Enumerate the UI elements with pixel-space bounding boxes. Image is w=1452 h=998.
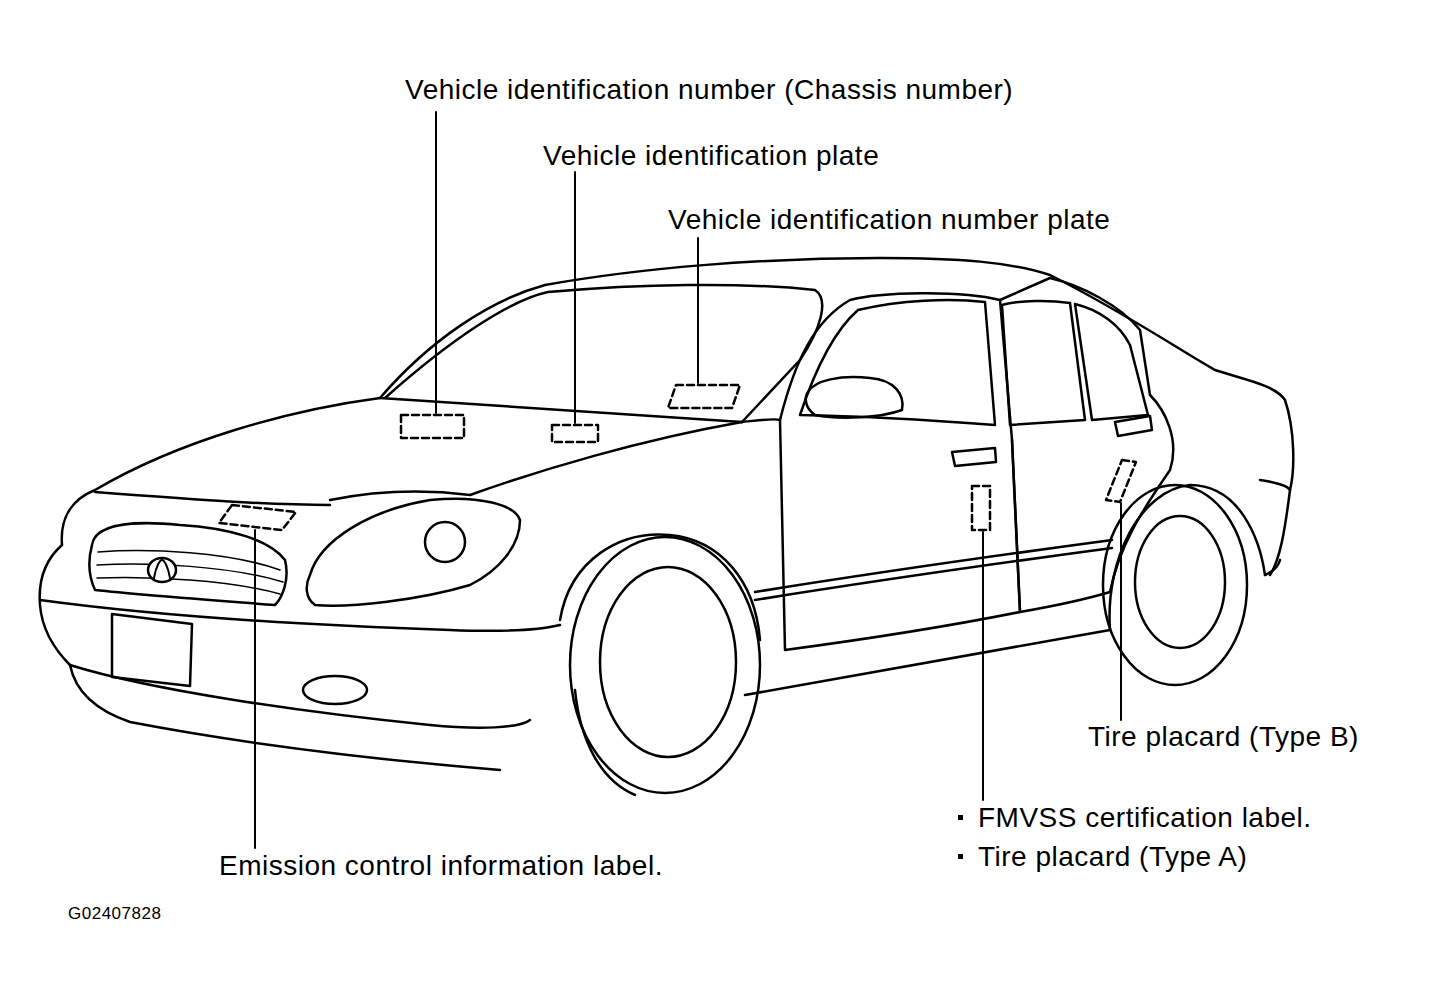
bullet-mark	[958, 815, 963, 820]
rear-wheel-arch	[1110, 485, 1265, 630]
callout-label: Tire placard (Type B)	[1088, 723, 1359, 751]
fmvss-label-location	[972, 486, 990, 530]
hood-edge	[95, 492, 330, 505]
leader-line	[697, 238, 699, 383]
leader-line	[435, 112, 437, 413]
rear-rim	[1135, 516, 1225, 648]
callout-label: Tire placard (Type A)	[978, 843, 1247, 871]
leader-lines	[255, 112, 1121, 848]
rocker-line	[745, 630, 1110, 695]
emission-label-location	[219, 505, 296, 530]
rear-door-handle	[1115, 416, 1152, 436]
front-door-window	[800, 300, 995, 425]
leader-line	[254, 530, 256, 848]
leader-line	[574, 172, 576, 423]
fog-light	[303, 676, 367, 704]
headlight	[307, 499, 520, 606]
bumper-lower	[70, 665, 500, 770]
side-molding	[755, 540, 1112, 600]
label-locations	[219, 385, 1136, 530]
figure-code: G02407828	[68, 905, 161, 922]
bullet-mark	[958, 854, 963, 859]
vin-plate-location	[668, 385, 740, 408]
callout-label: Vehicle identification number plate	[668, 206, 1110, 234]
tire-placard-b-location	[1106, 460, 1136, 502]
rear-door-window	[1002, 301, 1085, 425]
emblem-mark	[154, 560, 170, 578]
cowl-line	[380, 398, 742, 422]
leader-line	[1120, 503, 1122, 720]
chassis-number-location	[401, 415, 464, 438]
rear-tire	[1103, 485, 1247, 685]
rear-bumper	[1260, 480, 1290, 575]
callout-label: Vehicle identification number (Chassis n…	[405, 76, 1013, 104]
front-tire-tread	[575, 690, 635, 795]
rear-door	[1000, 278, 1173, 612]
leader-line	[982, 532, 984, 800]
callout-label: Emission control information label.	[219, 852, 663, 880]
side-mirror	[806, 377, 903, 418]
id-plate-location	[552, 425, 598, 442]
emblem	[148, 558, 176, 582]
grille	[89, 523, 286, 605]
rear-quarter-window	[1075, 304, 1148, 420]
front-rim	[600, 567, 736, 757]
headlight-lamp	[425, 522, 465, 562]
callout-label: Vehicle identification plate	[543, 142, 879, 170]
front-tire	[570, 537, 760, 793]
body-beltline	[742, 419, 780, 422]
front-door-handle	[952, 448, 996, 466]
callout-label: FMVSS certification label.	[978, 804, 1312, 832]
front-bumper	[40, 545, 560, 728]
license-plate	[112, 614, 192, 686]
